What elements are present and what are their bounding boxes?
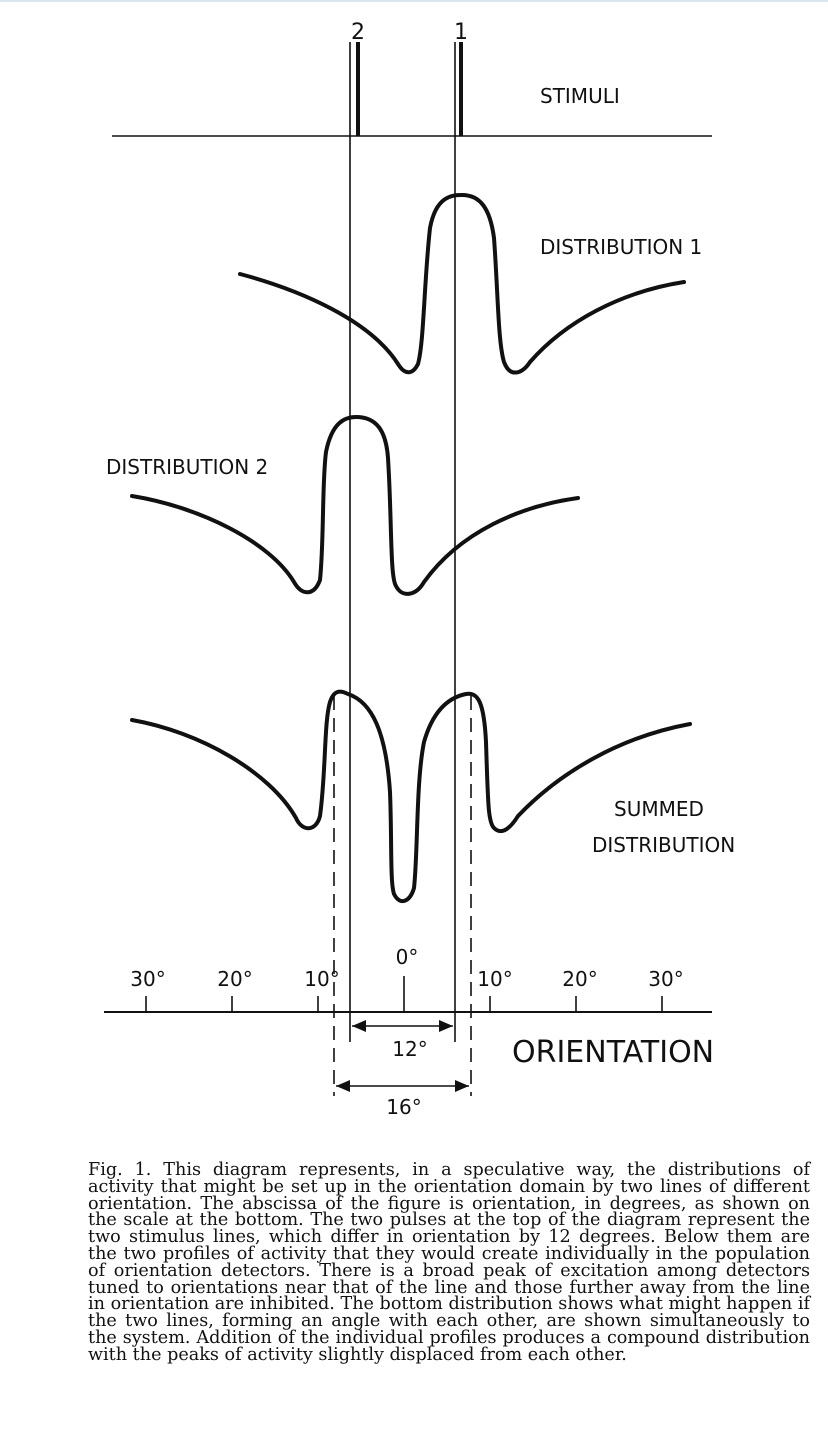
orientation-diagram: 2 1 STIMULI DISTRIBUTION 1 DISTRIBUTION … [104, 20, 735, 1119]
span-12-label: 12° [392, 1037, 427, 1061]
summed-distribution-label-line2: DISTRIBUTION [592, 833, 735, 857]
tick-label-pos10: 10° [477, 967, 512, 991]
distribution-2-label: DISTRIBUTION 2 [106, 455, 268, 479]
tick-label-neg30: 30° [130, 967, 165, 991]
tick-label-pos20: 20° [562, 967, 597, 991]
span-12-arrow-right [439, 1020, 453, 1032]
tick-label-pos30: 30° [648, 967, 683, 991]
summed-distribution-curve [130, 689, 692, 904]
distribution-1-label: DISTRIBUTION 1 [540, 235, 702, 259]
summed-distribution-label-line1: SUMMED [614, 797, 704, 821]
distribution-1-curve [238, 193, 686, 375]
tick-label-neg10: 10° [304, 967, 339, 991]
figure-caption: Fig. 1. This diagram represents, in a sp… [88, 1160, 810, 1365]
axis-title: ORIENTATION [512, 1035, 714, 1070]
stimulus-label-2: 2 [351, 20, 365, 45]
tick-label-0: 0° [396, 945, 419, 969]
stimulus-label-1: 1 [454, 20, 468, 45]
distribution-2-curve [130, 415, 580, 596]
span-16-label: 16° [386, 1095, 421, 1119]
stimuli-label: STIMULI [540, 84, 620, 108]
tick-label-neg20: 20° [217, 967, 252, 991]
span-12-arrow-left [352, 1020, 366, 1032]
span-16-arrow-left [336, 1080, 350, 1092]
figure: 2 1 STIMULI DISTRIBUTION 1 DISTRIBUTION … [0, 0, 828, 1119]
span-16-arrow-right [455, 1080, 469, 1092]
